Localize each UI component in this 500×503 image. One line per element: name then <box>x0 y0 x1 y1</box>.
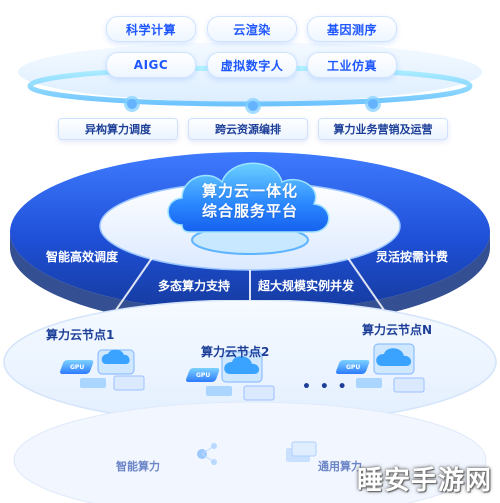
smart-compute-icon <box>197 443 217 465</box>
node-layer <box>3 300 497 503</box>
node-label-2: 算力云节点2 <box>201 345 270 359</box>
capability-heterogeneous-scheduling: 异构算力调度 <box>58 118 178 140</box>
capability-marketing-operation: 算力业务营销及运营 <box>318 118 448 140</box>
node-ellipsis: • • • <box>302 379 349 395</box>
platform-cloud-icon <box>167 162 330 233</box>
ring-feature-multi-state-compute: 多态算力支持 <box>158 279 231 293</box>
watermark: 睡安手游网 <box>356 466 492 496</box>
app-pill-industrial-simulation: 工业仿真 <box>307 52 397 78</box>
platform-ring <box>10 152 490 328</box>
node2-cluster <box>185 351 275 401</box>
bottom-label-smart-compute: 智能算力 <box>116 460 160 473</box>
app-pill-cloud-rendering: 云渲染 <box>207 16 297 42</box>
ring-feature-smart-scheduling: 智能高效调度 <box>46 250 119 264</box>
nodeN-cluster <box>335 343 425 393</box>
gpu-chip-label-2: GPU <box>196 372 211 379</box>
node-label-n: 算力云节点N <box>362 323 433 337</box>
general-compute-icon <box>286 441 317 462</box>
gpu-chip-label-1: GPU <box>70 364 85 371</box>
platform-title-line2: 综合服务平台 <box>201 202 298 220</box>
node1-cluster <box>59 349 145 391</box>
node-label-1: 算力云节点1 <box>46 328 115 342</box>
gpu-chip-label-n: GPU <box>346 364 361 371</box>
capability-cross-cloud-orchestration: 跨云资源编排 <box>188 118 308 140</box>
platform-title-line1: 算力云一体化 <box>201 182 298 200</box>
app-pill-gene-sequencing: 基因测序 <box>307 16 397 42</box>
bottom-label-general-compute: 通用算力 <box>318 460 362 473</box>
app-pill-virtual-human: 虚拟数字人 <box>207 52 297 78</box>
app-pill-scientific-computing: 科学计算 <box>106 16 196 42</box>
ring-feature-flexible-billing: 灵活按需计费 <box>376 250 449 264</box>
ring-feature-massive-concurrency: 超大规模实例并发 <box>258 279 355 293</box>
app-pill-aigc: AIGC <box>106 52 196 78</box>
